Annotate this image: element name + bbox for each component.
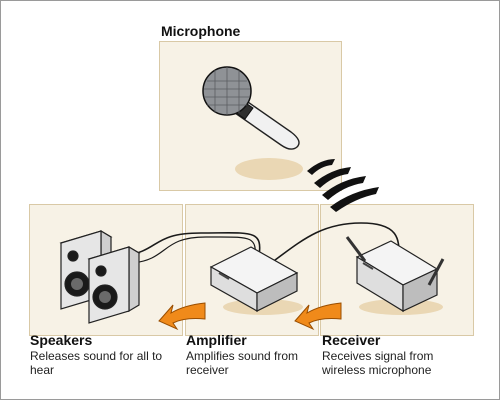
speaker-cable xyxy=(122,232,261,257)
speaker-cable-2 xyxy=(132,236,256,264)
amplifier-title: Amplifier xyxy=(186,332,247,348)
receiver-icon xyxy=(345,236,445,313)
microphone-shadow xyxy=(235,158,303,180)
speakers-description: Releases sound for all to hear xyxy=(30,349,163,377)
receiver-description: Receives signal from wireless microphone xyxy=(322,349,434,377)
amplifier-icon xyxy=(209,246,299,313)
amplifier-description: Amplifies sound from receiver xyxy=(186,349,299,377)
orange-arrow-icon xyxy=(294,302,342,331)
amplifier-cable xyxy=(270,222,400,264)
microphone-title: Microphone xyxy=(161,23,241,39)
speakers-title: Speakers xyxy=(30,332,93,348)
wireless-signal-icon xyxy=(307,159,379,212)
speaker-icon xyxy=(59,229,141,324)
receiver-title: Receiver xyxy=(322,332,381,348)
microphone-icon xyxy=(202,66,300,150)
orange-arrow-icon xyxy=(158,302,206,331)
